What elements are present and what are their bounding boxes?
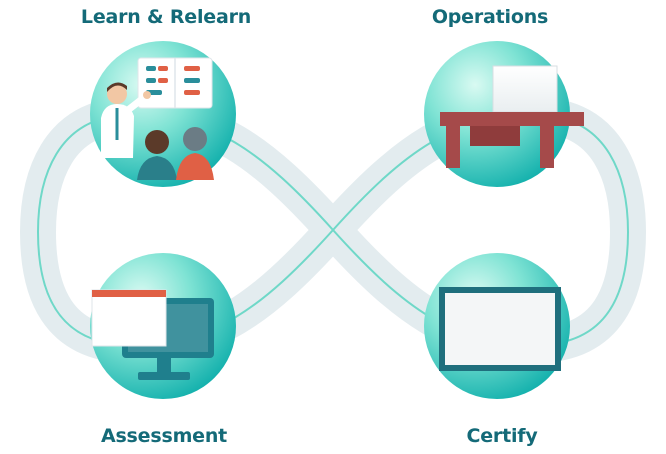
learn-relearn-label: Learn & Relearn [80,6,252,28]
assessment-label: Assessment [100,425,228,447]
students-icon [137,127,214,180]
certify-label: Certify [466,425,538,447]
operations-node [424,41,584,187]
certificate-frame-icon [439,287,561,371]
assessment-node [90,253,236,399]
learn-relearn-node [90,41,236,187]
infinity-loop-line [36,113,630,347]
operations-label: Operations [431,6,549,28]
desk-computer-icon [440,65,584,168]
teacher-icon [101,82,151,158]
certify-node [424,253,570,399]
browser-window-icon [91,289,167,347]
teacher-board-icon [137,57,213,109]
